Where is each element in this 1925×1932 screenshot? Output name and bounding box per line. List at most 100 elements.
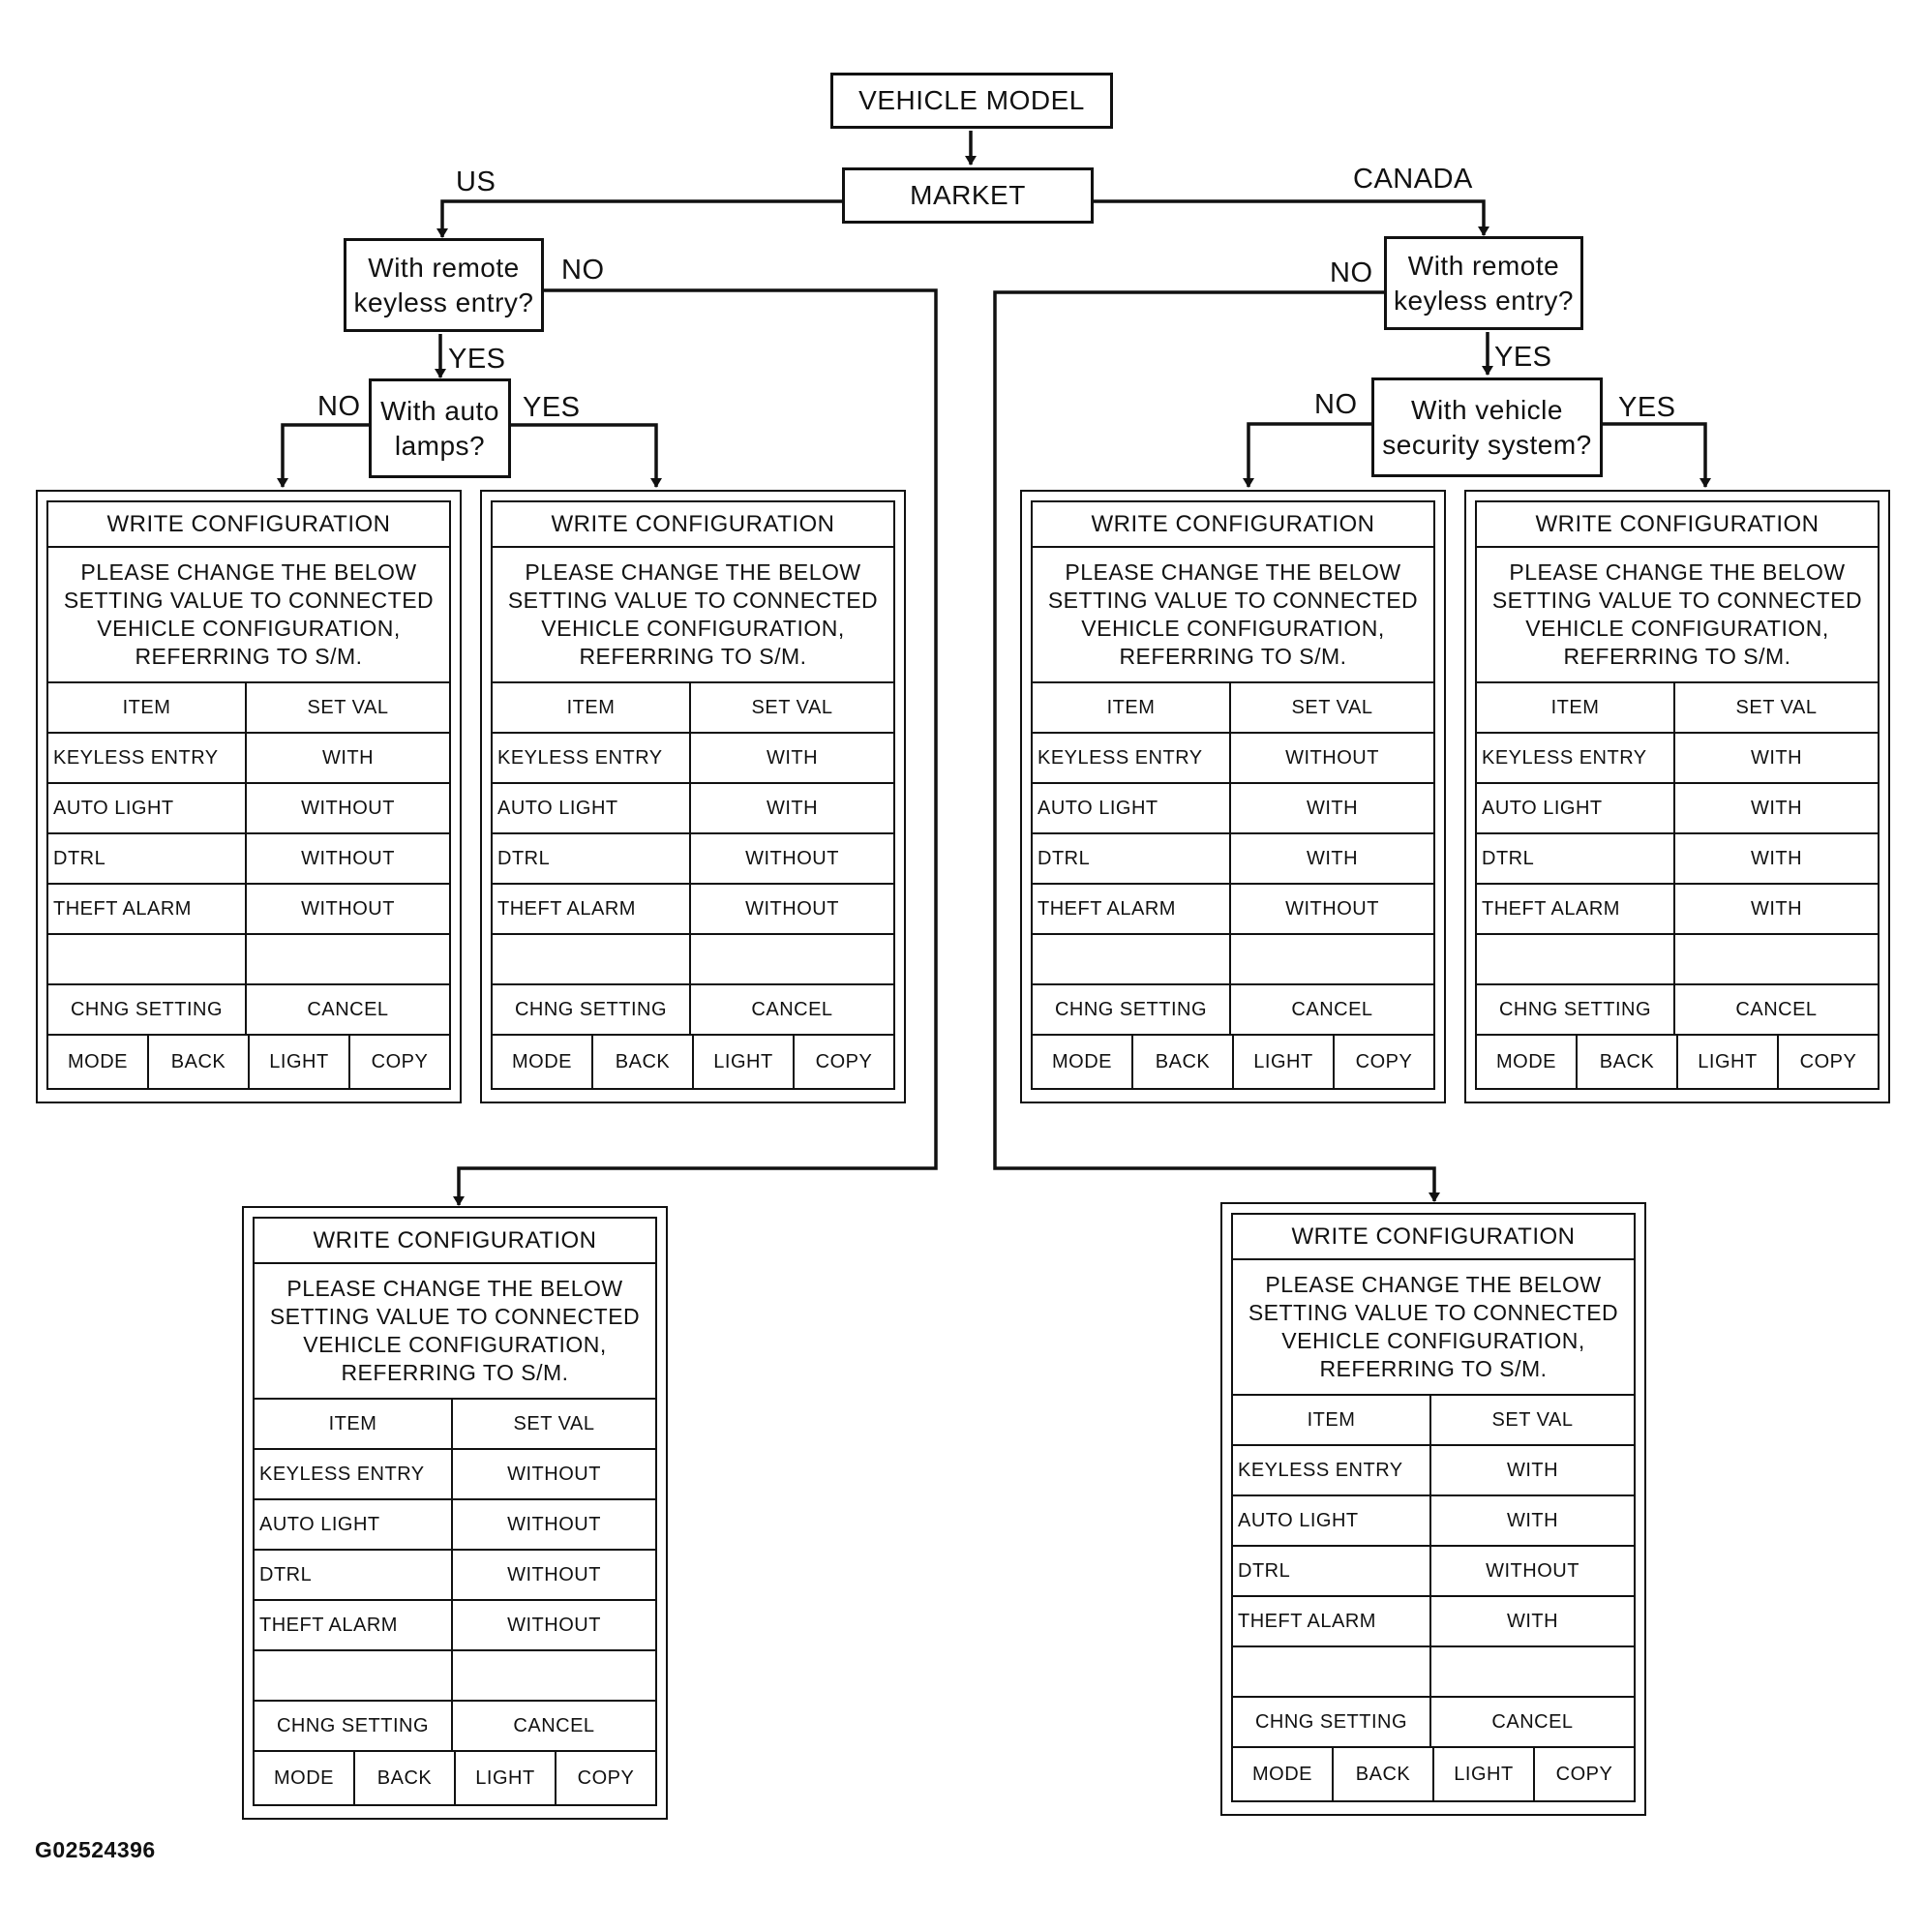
cancel-button[interactable]: CANCEL: [307, 998, 389, 1020]
set-value[interactable]: WITHOUT: [1285, 746, 1379, 769]
item-name: DTRL: [493, 834, 691, 883]
set-value[interactable]: WITH: [321, 746, 375, 769]
mode-key[interactable]: MODE: [493, 1036, 593, 1088]
set-value[interactable]: WITH: [1750, 897, 1803, 920]
action-row: CHNG SETTING CANCEL: [1477, 985, 1878, 1036]
table-row[interactable]: AUTO LIGHT WITHOUT: [48, 784, 449, 834]
set-value[interactable]: WITH: [1306, 847, 1359, 869]
cancel-button[interactable]: CANCEL: [1291, 998, 1373, 1020]
light-key[interactable]: LIGHT: [1678, 1036, 1779, 1088]
item-name: AUTO LIGHT: [1033, 784, 1231, 832]
mode-key[interactable]: MODE: [1233, 1748, 1334, 1800]
light-key[interactable]: LIGHT: [1234, 1036, 1335, 1088]
back-key[interactable]: BACK: [1334, 1748, 1434, 1800]
set-value[interactable]: WITHOUT: [507, 1614, 601, 1636]
copy-key[interactable]: COPY: [577, 1766, 635, 1789]
cancel-button[interactable]: CANCEL: [751, 998, 833, 1020]
mode-key[interactable]: MODE: [1033, 1036, 1133, 1088]
back-key[interactable]: BACK: [149, 1036, 250, 1088]
set-value[interactable]: WITH: [1506, 1509, 1559, 1531]
set-value[interactable]: WITHOUT: [301, 847, 395, 869]
chng-setting-button[interactable]: CHNG SETTING: [1477, 985, 1675, 1034]
set-value[interactable]: WITHOUT: [301, 897, 395, 920]
set-value[interactable]: WITHOUT: [507, 1513, 601, 1535]
set-value[interactable]: WITHOUT: [507, 1563, 601, 1585]
set-value[interactable]: WITH: [1506, 1610, 1559, 1632]
table-row[interactable]: AUTO LIGHT WITH: [1033, 784, 1433, 834]
mode-key[interactable]: MODE: [48, 1036, 149, 1088]
set-value[interactable]: WITH: [1506, 1459, 1559, 1481]
edge-ca-security-yes: [1603, 422, 1711, 488]
action-row: CHNG SETTING CANCEL: [1233, 1698, 1634, 1748]
set-value[interactable]: WITH: [1306, 797, 1359, 819]
copy-key[interactable]: COPY: [1799, 1050, 1857, 1072]
screen-message: PLEASE CHANGE THE BELOW SETTING VALUE TO…: [1033, 548, 1433, 683]
light-key[interactable]: LIGHT: [694, 1036, 795, 1088]
set-value[interactable]: WITHOUT: [1285, 897, 1379, 920]
back-key[interactable]: BACK: [1578, 1036, 1678, 1088]
chng-setting-button[interactable]: CHNG SETTING: [493, 985, 691, 1034]
edge-market-to-us: [436, 199, 842, 238]
empty-row: [1033, 935, 1433, 985]
set-value[interactable]: WITHOUT: [745, 847, 839, 869]
set-value[interactable]: WITH: [766, 746, 819, 769]
set-value[interactable]: WITHOUT: [1486, 1559, 1579, 1582]
mode-key[interactable]: MODE: [1477, 1036, 1578, 1088]
table-row[interactable]: DTRL WITHOUT: [493, 834, 893, 885]
cancel-button[interactable]: CANCEL: [513, 1714, 595, 1736]
set-value[interactable]: WITH: [1750, 797, 1803, 819]
set-val-column-header: SET VAL: [1491, 1408, 1574, 1431]
label-us-keyless-no: NO: [561, 255, 605, 286]
mode-key[interactable]: MODE: [255, 1752, 355, 1804]
set-value[interactable]: WITHOUT: [507, 1463, 601, 1485]
copy-key[interactable]: COPY: [1355, 1050, 1413, 1072]
cancel-button[interactable]: CANCEL: [1735, 998, 1818, 1020]
back-key[interactable]: BACK: [1133, 1036, 1234, 1088]
set-value[interactable]: WITHOUT: [301, 797, 395, 819]
item-column-header: ITEM: [1477, 683, 1675, 732]
chng-setting-button[interactable]: CHNG SETTING: [48, 985, 247, 1034]
copy-key[interactable]: COPY: [371, 1050, 429, 1072]
light-key[interactable]: LIGHT: [1434, 1748, 1535, 1800]
light-key[interactable]: LIGHT: [456, 1752, 556, 1804]
light-key[interactable]: LIGHT: [250, 1036, 350, 1088]
copy-key[interactable]: COPY: [1555, 1763, 1613, 1785]
back-key[interactable]: BACK: [355, 1752, 456, 1804]
set-value[interactable]: WITH: [1750, 746, 1803, 769]
us-keyless-entry-text: With remote keyless entry?: [353, 252, 534, 317]
chng-setting-button[interactable]: CHNG SETTING: [255, 1702, 453, 1750]
chng-setting-button[interactable]: CHNG SETTING: [1033, 985, 1231, 1034]
item-name: AUTO LIGHT: [48, 784, 247, 832]
cancel-button[interactable]: CANCEL: [1491, 1710, 1574, 1733]
back-key[interactable]: BACK: [593, 1036, 694, 1088]
set-value[interactable]: WITHOUT: [745, 897, 839, 920]
chng-setting-button[interactable]: CHNG SETTING: [1233, 1698, 1431, 1746]
set-value[interactable]: WITH: [1750, 847, 1803, 869]
set-value[interactable]: WITH: [766, 797, 819, 819]
copy-key[interactable]: COPY: [815, 1050, 873, 1072]
